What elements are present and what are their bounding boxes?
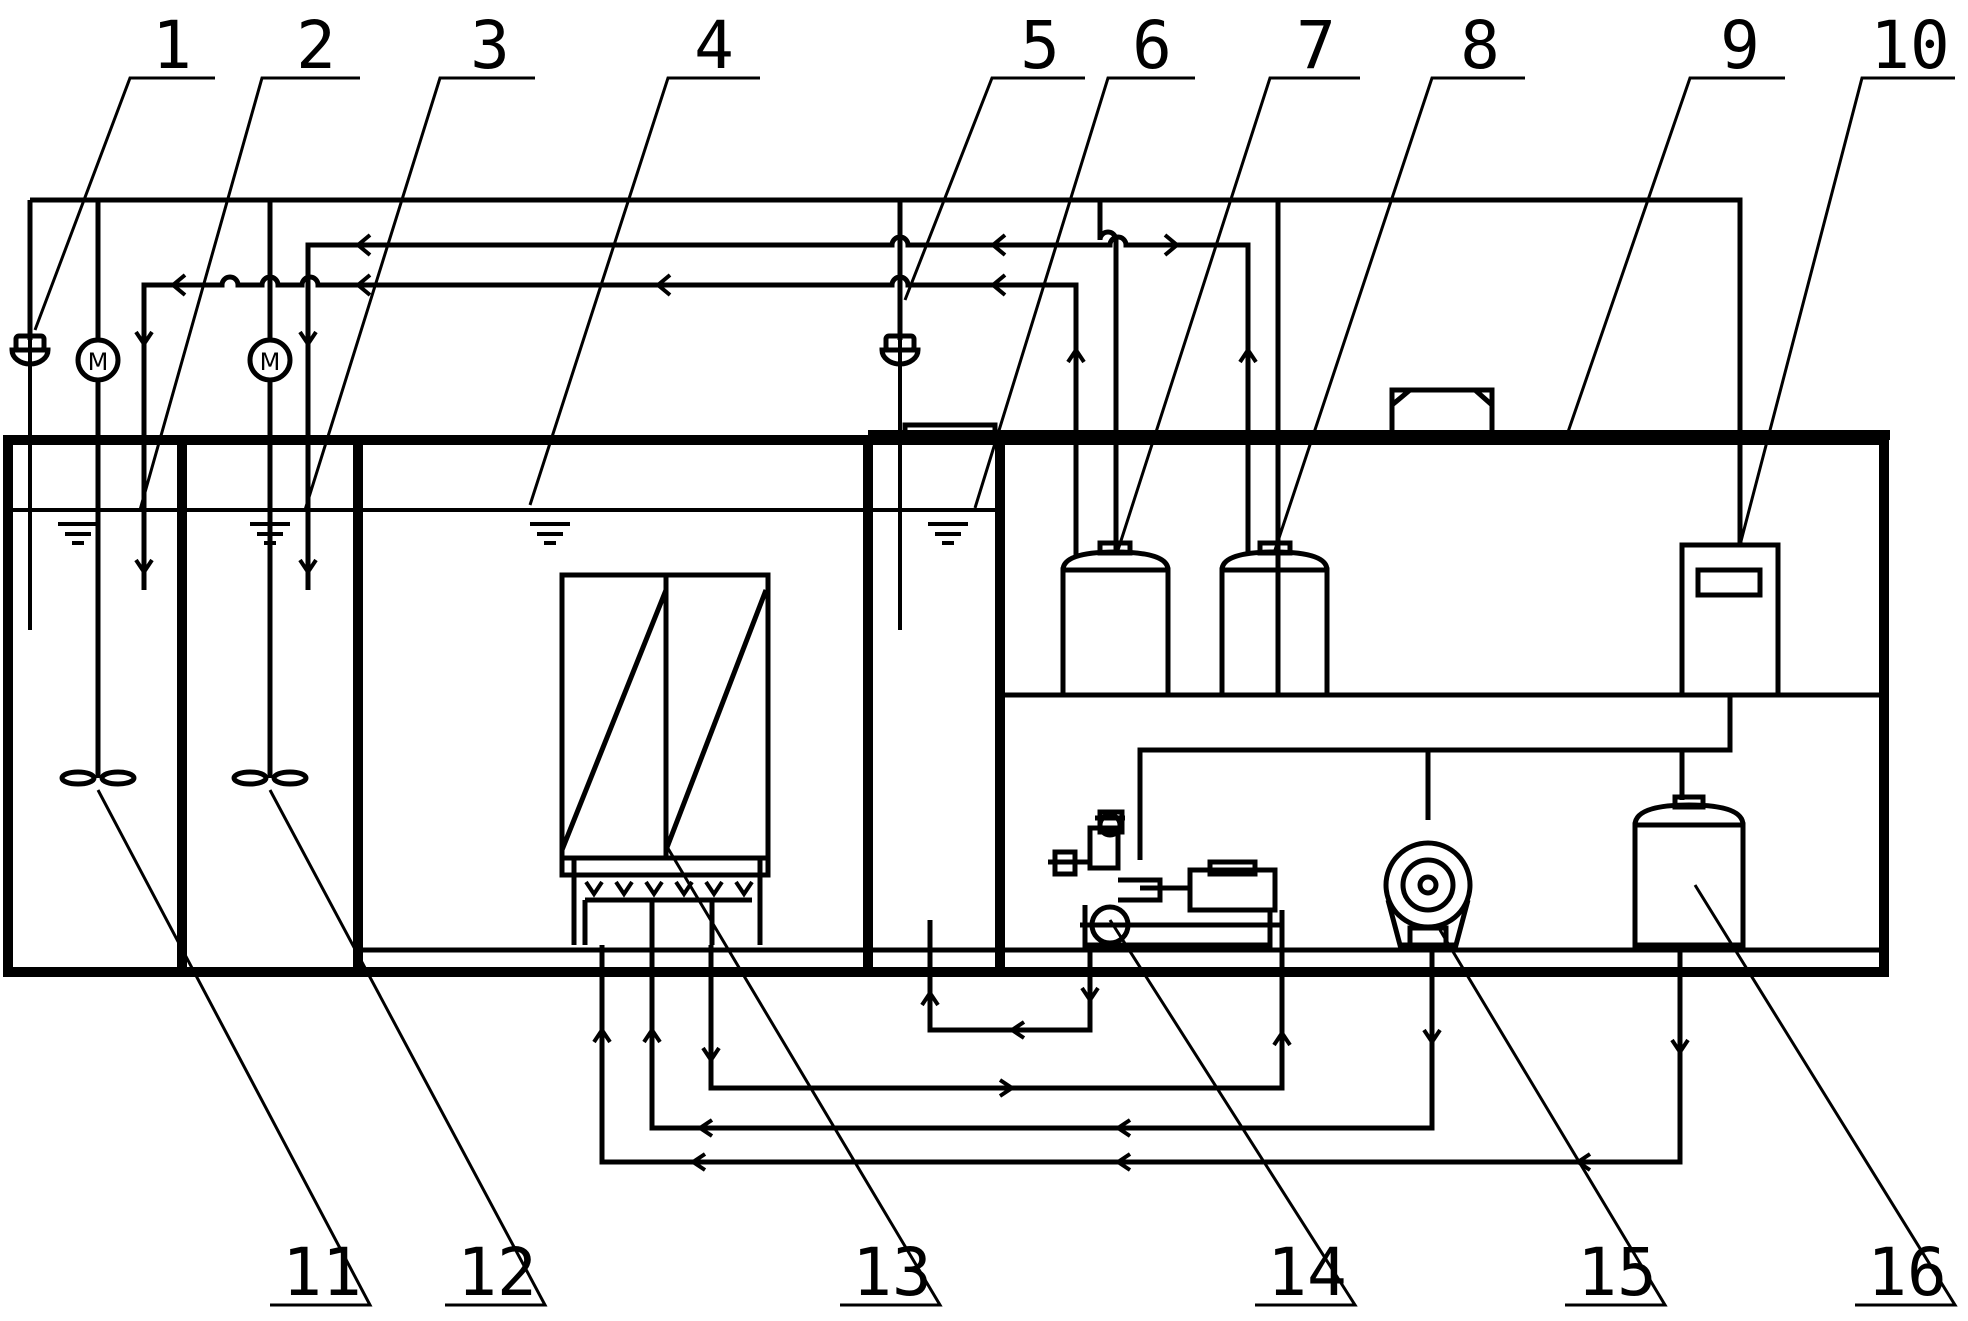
callout-15: 15 (1577, 1234, 1656, 1311)
tank-row-outline (3, 435, 1889, 977)
callout-11: 11 (282, 1234, 361, 1311)
callout-6: 6 (1132, 7, 1172, 84)
callout-16: 16 (1867, 1234, 1946, 1311)
dosing-arrows (134, 330, 318, 576)
mixer-2: M (231, 337, 309, 787)
controller-10 (1137, 542, 1781, 860)
callout-leaders (33, 76, 1958, 1307)
water-level-symbol-3 (530, 522, 570, 545)
callout-3: 3 (470, 7, 510, 84)
aerator-arrows (584, 880, 754, 898)
sludge-tank-16 (1632, 794, 1746, 948)
tank-walls (3, 387, 1890, 977)
callout-12: 12 (457, 1234, 536, 1311)
ph-sensor-1 (9, 333, 51, 630)
mixer-1: M (59, 337, 137, 787)
water-level-symbol-1 (58, 522, 98, 545)
callout-1: 1 (152, 7, 192, 84)
callout-4: 4 (694, 7, 734, 84)
dosing-tank-8 (1219, 540, 1330, 698)
ph-sensor-2 (879, 333, 921, 630)
callout-8: 8 (1460, 7, 1500, 84)
flow-arrows (169, 233, 1690, 1172)
inclined-settler (559, 572, 771, 945)
roof-vent (1389, 387, 1495, 438)
motor-label-1: M (88, 348, 109, 376)
dosing-tank-7 (1060, 540, 1171, 698)
callout-labels-top: 1 2 3 4 5 6 7 8 9 10 (152, 7, 1950, 84)
water-level-symbol-4 (928, 522, 968, 545)
callout-2: 2 (296, 7, 336, 84)
callout-labels-bottom: 11 12 13 14 15 16 (282, 1234, 1946, 1311)
motor-label-2: M (260, 348, 281, 376)
water-levels (12, 508, 996, 545)
top-pipe-network (27, 197, 1743, 695)
roof-vent-cap (1390, 387, 1494, 407)
callout-14: 14 (1267, 1234, 1346, 1311)
callout-9: 9 (1720, 7, 1760, 84)
pump-14 (1048, 809, 1280, 948)
tank5-top-hatch (902, 422, 998, 440)
blower-15 (1383, 840, 1473, 949)
callout-5: 5 (1020, 7, 1060, 84)
callout-10: 10 (1870, 7, 1949, 84)
callout-7: 7 (1296, 7, 1336, 84)
callout-13: 13 (852, 1234, 931, 1311)
